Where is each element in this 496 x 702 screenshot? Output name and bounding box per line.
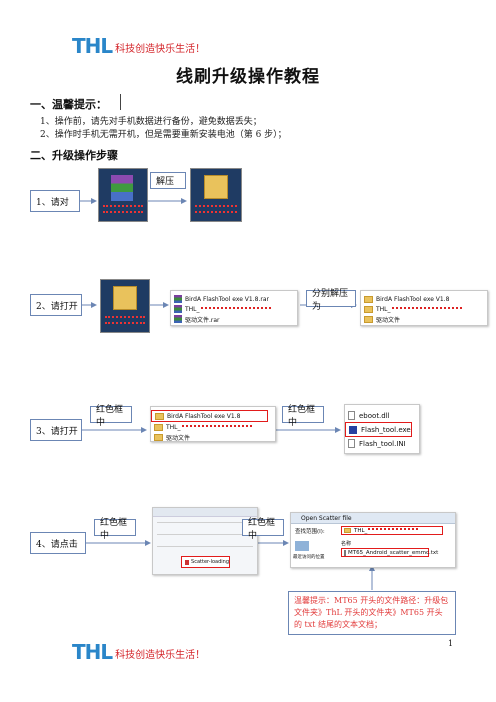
rar-icon	[174, 305, 182, 313]
section-heading-tips: 一、温馨提示：	[30, 98, 107, 111]
folder-row[interactable]: BirdA FlashTool exe V1.8	[361, 294, 487, 304]
look-in-select[interactable]: THL_	[341, 526, 443, 535]
folder-icon	[364, 295, 373, 303]
step3-action1: 红色框中	[90, 405, 132, 428]
tip-item-1: 1、操作前，请先对手机数据进行备份，避免数据丢失；	[40, 117, 262, 127]
step2-label: 2、请打开	[30, 294, 82, 316]
section-heading-steps: 二、升级操作步骤	[30, 149, 118, 162]
brand-logo: THL 科技创造快乐生活！	[72, 36, 205, 56]
flashtool-folder-row[interactable]: BirdA FlashTool exe V1.8	[151, 410, 268, 422]
folder-icon[interactable]	[190, 168, 242, 222]
folder-list: BirdA FlashTool exe V1.8 THL_ 驱动文件	[150, 406, 276, 442]
step4-action1: 红色框中	[94, 518, 136, 541]
file-row[interactable]: 驱动文件.rar	[171, 314, 297, 324]
archive-list: BirdA FlashTool exe V1.8.rar THL_ 驱动文件.r…	[170, 290, 298, 326]
rar-archive-icon[interactable]	[98, 168, 148, 222]
recent-places-label: 最近访问的位置	[293, 555, 325, 560]
folder-icon	[364, 305, 373, 313]
folder-row[interactable]: 驱动文件	[151, 432, 275, 442]
flash-tool-exe-row[interactable]: Flash_tool.exe	[345, 422, 412, 437]
file-row[interactable]: Flash_tool.INI	[345, 437, 419, 450]
recent-places-icon[interactable]	[295, 541, 309, 551]
rar-icon	[174, 295, 182, 303]
package-folder-icon[interactable]	[100, 279, 150, 333]
step3-action2: 红色框中	[282, 405, 324, 428]
footer-slogan: 科技创造快乐生活！	[115, 650, 206, 661]
step2-action: 分别解压为	[306, 289, 356, 312]
step4-label: 4、请点击	[30, 532, 86, 554]
thl-logo-mark: THL	[72, 34, 113, 58]
scatter-loading-button[interactable]: Scatter-loading	[181, 556, 230, 568]
step4-action2: 红色框中	[242, 518, 284, 541]
slogan: 科技创造快乐生活！	[115, 44, 206, 55]
folder-icon	[155, 412, 164, 420]
file-row[interactable]: eboot.dll	[345, 409, 419, 422]
scatter-icon	[185, 559, 190, 565]
folder-icon	[344, 528, 351, 533]
open-scatter-dialog: Open Scatter file 查找范围(I): THL_ 最近访问的位置 …	[290, 512, 456, 568]
exe-icon	[349, 425, 357, 434]
title-bar	[153, 508, 257, 517]
step1-label: 1、请对	[30, 190, 80, 212]
extracted-folder-list: BirdA FlashTool exe V1.8 THL_ 驱动文件	[360, 290, 488, 326]
thl-logo-mark: THL	[72, 640, 113, 664]
footer-logo: THL 科技创造快乐生活！	[72, 642, 205, 662]
scatter-path-tip: 温馨提示：MT65 开头的文件路径：升级包文件夹》ThL 开头的文件夹》MT65…	[288, 591, 456, 635]
name-column-header: 名称	[341, 541, 352, 547]
folder-row[interactable]: THL_	[151, 422, 275, 432]
file-row[interactable]: BirdA FlashTool exe V1.8.rar	[171, 294, 297, 304]
rar-icon	[174, 315, 182, 323]
scatter-file-row[interactable]: MT65_Android_scatter_emmc.txt	[341, 548, 438, 557]
step3-label: 3、请打开	[30, 419, 82, 441]
step1-action: 解压	[150, 172, 186, 189]
flashtool-window: Scatter-loading	[152, 507, 258, 575]
file-icon	[348, 411, 355, 420]
flashtool-file-list: eboot.dll Flash_tool.exe Flash_tool.INI	[344, 404, 420, 454]
folder-row[interactable]: THL_	[361, 304, 487, 314]
dialog-title-bar: Open Scatter file	[291, 513, 455, 524]
folder-icon	[154, 423, 163, 431]
page-number: 1	[448, 639, 454, 648]
file-row[interactable]: THL_	[171, 304, 297, 314]
folder-row[interactable]: 驱动文件	[361, 314, 487, 324]
folder-icon	[364, 315, 373, 323]
tip-item-2: 2、操作时手机无需开机，但是需要重新安装电池（第 6 步）；	[40, 130, 287, 140]
look-in-label: 查找范围(I):	[295, 529, 325, 535]
folder-icon	[154, 433, 163, 441]
txt-file-icon	[344, 549, 346, 556]
text-cursor	[120, 94, 121, 110]
page-title: 线刷升级操作教程	[176, 67, 320, 87]
ini-file-icon	[348, 439, 355, 448]
